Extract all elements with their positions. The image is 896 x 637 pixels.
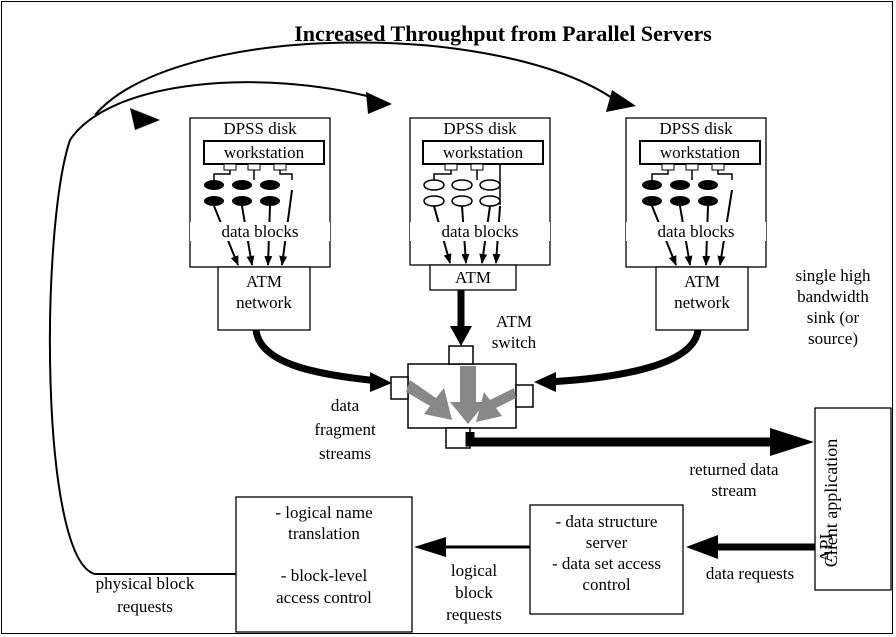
server-3-workstation-label: workstation bbox=[659, 143, 741, 162]
atm-switch bbox=[390, 345, 534, 449]
physical-label-line-2: requests bbox=[117, 597, 173, 616]
fragments-label-line-3: streams bbox=[319, 444, 371, 463]
api-label: API bbox=[816, 533, 836, 563]
switch-label-line-1: ATM bbox=[496, 312, 532, 331]
dss-box bbox=[529, 504, 684, 615]
server-1-network-label: network bbox=[236, 293, 292, 312]
logical-label-line-3: requests bbox=[446, 605, 502, 624]
server-1-atm-label: ATM bbox=[246, 272, 282, 291]
server-3-network-label: network bbox=[674, 293, 730, 312]
returned-label-line-1: returned data bbox=[689, 460, 779, 479]
returned-label-line-2: stream bbox=[711, 481, 757, 500]
sink-label-line-3: sink (or bbox=[806, 308, 860, 327]
stream-arrowhead-3 bbox=[534, 372, 556, 392]
logical-label-line-1: logical bbox=[450, 561, 498, 580]
data-requests-label: data requests bbox=[705, 564, 795, 583]
dss-line-2: server bbox=[585, 533, 628, 552]
data-requests-arrow bbox=[686, 535, 815, 559]
fragments-label-line-2: fragment bbox=[314, 420, 376, 439]
dss-line-3: - data set access bbox=[551, 554, 662, 573]
switch-label-line-2: switch bbox=[491, 333, 537, 352]
name-box-line-1: - logical name bbox=[275, 503, 373, 522]
stream-arrowhead-2 bbox=[450, 326, 472, 346]
returned-stream-arrow bbox=[465, 428, 814, 456]
server-1-disk-label: DPSS disk bbox=[223, 119, 297, 138]
sink-label-line-4: source) bbox=[807, 329, 859, 348]
name-box-line-4: - block-level bbox=[280, 566, 368, 585]
fragments-label-line-1: data bbox=[330, 396, 360, 415]
name-box-line-2: translation bbox=[288, 524, 360, 543]
atm-to-switch-streams bbox=[252, 290, 702, 386]
physical-label-line-1: physical block bbox=[95, 574, 195, 593]
server-3-disk-label: DPSS disk bbox=[659, 119, 733, 138]
dss-line-1: - data structure bbox=[555, 512, 658, 531]
dss-line-4: control bbox=[582, 575, 631, 594]
client-box bbox=[814, 407, 892, 591]
server-2-atm-label: ATM bbox=[455, 268, 491, 287]
arrowhead-server-3 bbox=[606, 90, 636, 112]
arrowhead-server-2 bbox=[366, 92, 392, 114]
server-2-blocks-label: data blocks bbox=[410, 222, 550, 241]
name-box-line-5: access control bbox=[276, 588, 372, 607]
server-1-blocks-label: data blocks bbox=[190, 222, 330, 241]
server-1-workstation-label: workstation bbox=[223, 143, 305, 162]
logical-label-line-2: block bbox=[455, 583, 493, 602]
stream-arrowhead-1 bbox=[370, 372, 392, 392]
server-1 bbox=[189, 117, 331, 331]
arrowhead-server-1 bbox=[130, 108, 160, 130]
server-3-blocks-label: data blocks bbox=[626, 222, 766, 241]
sink-label-line-2: bandwidth bbox=[797, 287, 869, 306]
name-translation-box bbox=[235, 496, 413, 633]
server-3 bbox=[625, 117, 767, 331]
feedback-loop-arrow bbox=[48, 41, 616, 575]
server-2-disk-label: DPSS disk bbox=[443, 119, 517, 138]
sink-label-line-1: single high bbox=[795, 266, 871, 285]
page-title: Increased Throughput from Parallel Serve… bbox=[294, 21, 712, 46]
server-2-workstation-label: workstation bbox=[442, 143, 524, 162]
server-3-atm-label: ATM bbox=[684, 272, 720, 291]
logical-requests-arrow bbox=[414, 537, 530, 557]
